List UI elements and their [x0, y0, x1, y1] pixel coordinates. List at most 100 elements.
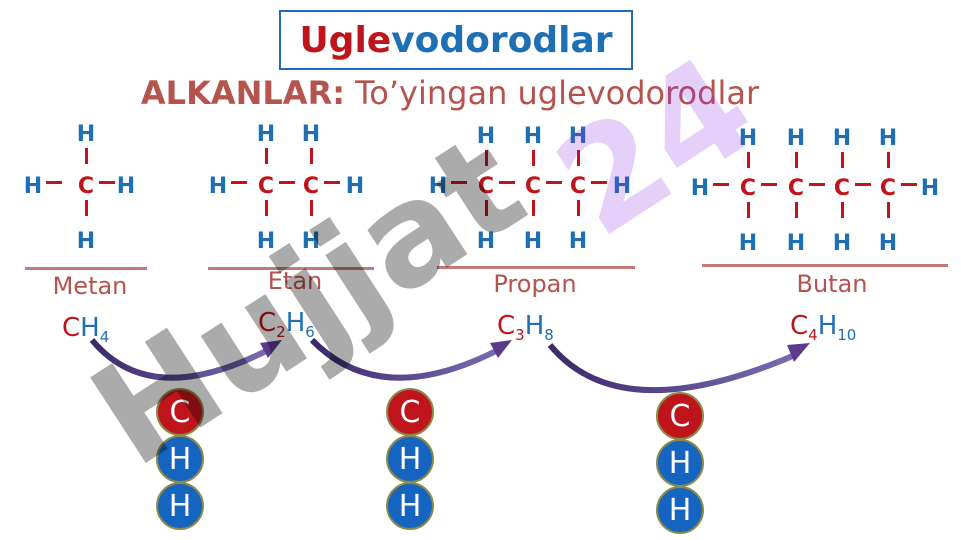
butan-bond	[713, 183, 729, 186]
metan-c-atom: C	[77, 174, 95, 199]
butan-bond	[761, 183, 777, 186]
butan-h-bottom-atom: H	[878, 231, 898, 256]
butan-h-bottom-atom: H	[738, 231, 758, 256]
propan-h-bottom-atom: H	[568, 229, 588, 254]
atom-ball-hydrogen: H	[156, 435, 204, 483]
butan-bond	[901, 183, 917, 186]
divider-propan	[437, 266, 635, 269]
molecule-name-etan: Etan	[267, 267, 323, 295]
propan-h-top-atom: H	[476, 124, 496, 149]
formula-propan: C3H8	[497, 311, 554, 345]
etan-bond	[265, 148, 268, 164]
propan-bond	[577, 200, 580, 216]
atom-ball-hydrogen: H	[156, 482, 204, 530]
etan-h-bottom-atom: H	[256, 229, 276, 254]
butan-h-top-atom: H	[738, 126, 758, 151]
propan-h-bottom-atom: H	[476, 229, 496, 254]
butan-bond	[747, 202, 750, 218]
atom-ball-hydrogen: H	[386, 482, 434, 530]
arrow-metan-to-etan	[89, 338, 282, 381]
butan-bond	[747, 152, 750, 168]
butan-bond	[887, 152, 890, 168]
title-part-red: Ugle	[299, 19, 392, 61]
butan-h-bottom-atom: H	[786, 231, 806, 256]
arrow-etan-to-propan	[309, 337, 512, 381]
arrow-propan-to-butan	[547, 343, 810, 394]
subtitle: ALKANLAR: To’yingan uglevodorodlar	[0, 74, 900, 112]
etan-h-bottom-atom: H	[301, 229, 321, 254]
metan-bond	[85, 200, 88, 216]
atom-ball-hydrogen: H	[386, 435, 434, 483]
title-part-blue: vodorodlar	[391, 19, 613, 61]
divider-metan	[25, 267, 147, 270]
etan-bond	[310, 148, 313, 164]
etan-h-right-atom: H	[345, 174, 365, 199]
propan-bond	[532, 200, 535, 216]
etan-c-atom: C	[257, 174, 275, 199]
butan-c-atom: C	[833, 176, 851, 201]
propan-h-bottom-atom: H	[523, 229, 543, 254]
divider-butan	[702, 264, 948, 267]
propan-bond	[485, 150, 488, 166]
etan-h-left-atom: H	[208, 174, 228, 199]
butan-bond	[809, 183, 825, 186]
subtitle-bold: ALKANLAR:	[140, 74, 345, 112]
metan-h-right-atom: H	[116, 174, 136, 199]
butan-h-left-atom: H	[690, 176, 710, 201]
butan-h-top-atom: H	[786, 126, 806, 151]
metan-bond	[99, 181, 115, 184]
formula-etan: C2H6	[258, 308, 315, 342]
subtitle-rest: To’yingan uglevodorodlar	[345, 74, 760, 112]
butan-h-right-atom: H	[920, 176, 940, 201]
butan-h-bottom-atom: H	[832, 231, 852, 256]
propan-h-top-atom: H	[568, 124, 588, 149]
propan-c-atom: C	[477, 174, 495, 199]
propan-h-top-atom: H	[523, 124, 543, 149]
molecule-name-propan: Propan	[493, 270, 577, 298]
propan-bond	[532, 150, 535, 166]
etan-h-top-atom: H	[256, 122, 276, 147]
metan-bond	[85, 148, 88, 164]
propan-c-atom: C	[524, 174, 542, 199]
butan-c-atom: C	[879, 176, 897, 201]
butan-h-top-atom: H	[878, 126, 898, 151]
divider-etan	[208, 267, 374, 270]
butan-c-atom: C	[739, 176, 757, 201]
butan-bond	[887, 202, 890, 218]
metan-bond	[46, 181, 62, 184]
butan-c-atom: C	[787, 176, 805, 201]
butan-h-top-atom: H	[832, 126, 852, 151]
propan-h-left-atom: H	[428, 174, 448, 199]
propan-bond	[546, 181, 562, 184]
propan-bond	[577, 150, 580, 166]
etan-bond	[265, 200, 268, 216]
metan-h-top-atom: H	[76, 122, 96, 147]
atom-ball-carbon: C	[156, 388, 204, 436]
propan-c-atom: C	[569, 174, 587, 199]
etan-bond	[310, 200, 313, 216]
molecule-name-metan: Metan	[52, 272, 128, 300]
formula-metan: CH4	[62, 313, 110, 347]
etan-bond	[324, 181, 340, 184]
atom-ball-hydrogen: H	[656, 439, 704, 487]
molecule-name-butan: Butan	[796, 270, 868, 298]
butan-bond	[795, 152, 798, 168]
propan-bond	[485, 200, 488, 216]
propan-bond	[451, 181, 467, 184]
atom-ball-carbon: C	[656, 392, 704, 440]
formula-butan: C4H10	[790, 311, 857, 345]
etan-c-atom: C	[302, 174, 320, 199]
butan-bond	[855, 183, 871, 186]
etan-bond	[279, 181, 295, 184]
atom-ball-carbon: C	[386, 388, 434, 436]
metan-h-left-atom: H	[23, 174, 43, 199]
propan-h-right-atom: H	[612, 174, 632, 199]
atom-ball-hydrogen: H	[656, 486, 704, 534]
etan-bond	[231, 181, 247, 184]
metan-h-bottom-atom: H	[76, 229, 96, 254]
propan-bond	[591, 181, 607, 184]
etan-h-top-atom: H	[301, 122, 321, 147]
butan-bond	[841, 152, 844, 168]
